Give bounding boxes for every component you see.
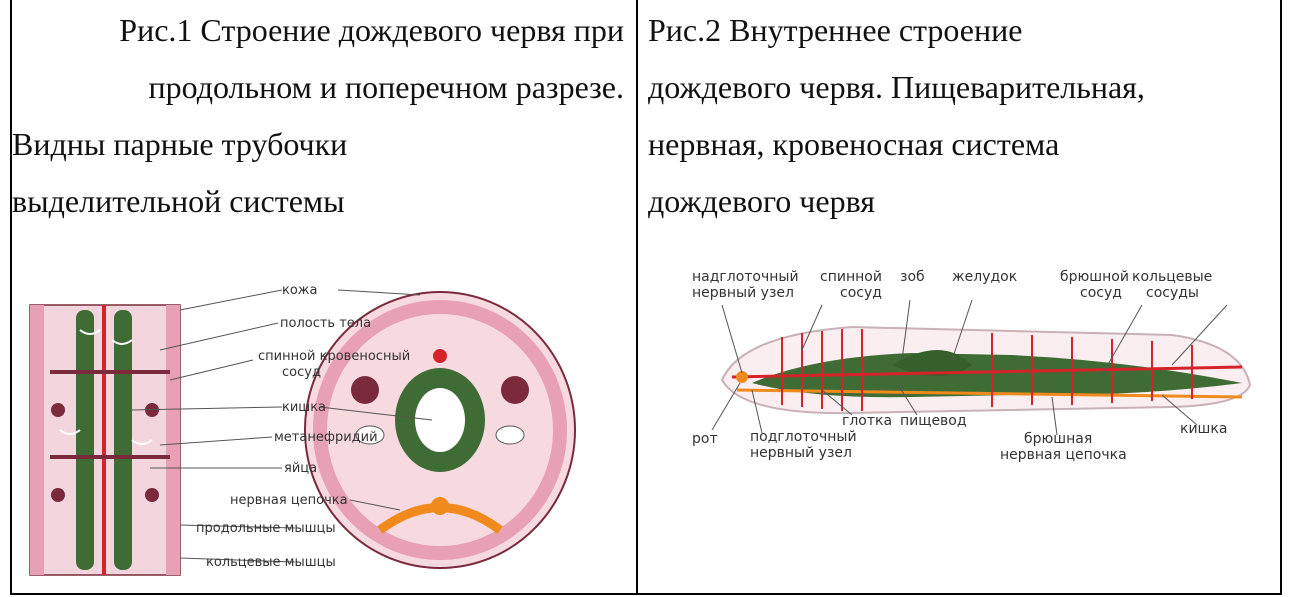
caption-line: нервная, кровеносная система [648, 116, 1263, 173]
caption-line: выделительной системы [12, 173, 624, 230]
caption-line: Видны парные трубочки [12, 116, 624, 173]
label-esophagus: пищевод [900, 413, 967, 429]
label-ventral-vessel-line2: сосуд [1080, 285, 1122, 301]
caption-line: дождевого червя [648, 173, 1263, 230]
label-dorsal-vessel: спинной кровеносный [258, 349, 410, 364]
label-mouth: рот [692, 431, 718, 447]
label-metanephridium: метанефридий [274, 430, 378, 445]
table-divider [636, 0, 638, 595]
label-nerve-chain: нервная цепочка [230, 493, 348, 508]
label-eggs: яйца [284, 461, 317, 476]
label-body-cavity: полость тела [280, 316, 371, 331]
figure-1-caption: Рис.1 Строение дождевого червя при продо… [12, 2, 624, 230]
earthworm-internal-structure-illustration: надглоточный нервный узел спинной сосуд … [652, 265, 1272, 475]
worm-body [722, 327, 1250, 413]
label-crop: зоб [900, 269, 925, 285]
label-dorsal-vessel-line2: сосуд [282, 365, 321, 380]
label-supraesophageal-ganglion-line2: нервный узел [692, 285, 794, 301]
label-ring-vessels-line2: сосуды [1146, 285, 1199, 301]
label-stomach: желудок [952, 269, 1017, 285]
caption-line: Рис.2 Внутреннее строение [648, 2, 1263, 59]
caption-line: дождевого червя. Пищеварительная, [648, 59, 1263, 116]
caption-line: Рис.1 Строение дождевого червя при [12, 2, 624, 59]
label-intestine: кишка [282, 400, 326, 415]
label-intestine: кишка [1180, 421, 1227, 437]
label-ventral-vessel: брюшной [1060, 269, 1129, 285]
label-pharynx: глотка [842, 413, 892, 429]
longitudinal-section [30, 305, 180, 575]
label-dorsal-vessel-line2: сосуд [840, 285, 882, 301]
figure-2-caption: Рис.2 Внутреннее строение дождевого черв… [648, 2, 1263, 230]
label-circular-muscles: кольцевые мышцы [206, 555, 336, 570]
label-subesophageal-ganglion-line2: нервный узел [750, 445, 852, 461]
earthworm-cross-section-illustration: кожа полость тела спинной кровеносный со… [20, 270, 620, 585]
label-longitudinal-muscles: продольные мышцы [196, 521, 336, 536]
label-ventral-nerve-chain: брюшная [1024, 431, 1092, 447]
label-skin: кожа [282, 283, 317, 298]
label-ventral-nerve-chain-line2: нервная цепочка [1000, 447, 1127, 463]
label-ring-vessels: кольцевые [1132, 269, 1212, 285]
label-supraesophageal-ganglion: надглоточный [692, 269, 799, 285]
label-subesophageal-ganglion: подглоточный [750, 429, 857, 445]
label-dorsal-vessel: спинной [820, 269, 882, 285]
caption-line: продольном и поперечном разрезе. [12, 59, 624, 116]
